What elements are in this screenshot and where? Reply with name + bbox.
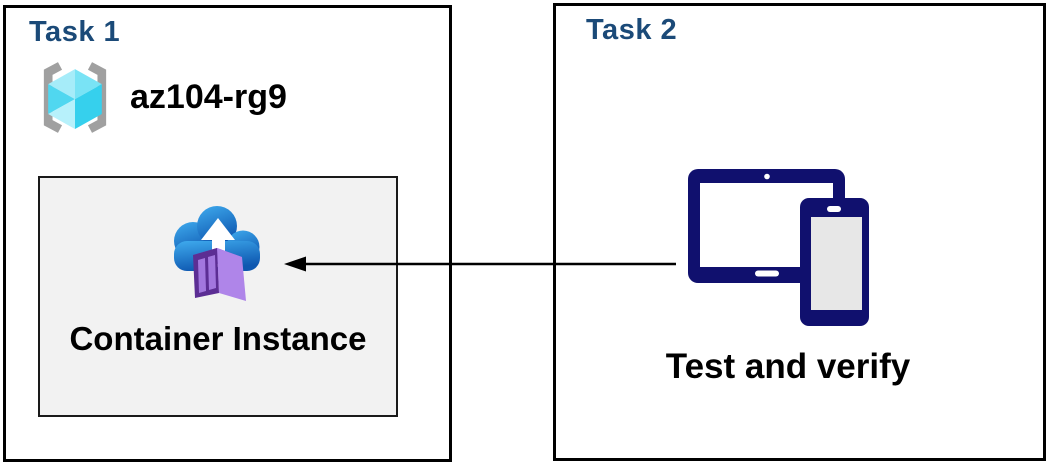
container-instance-label: Container Instance <box>69 320 367 357</box>
container-instance-icon <box>173 206 260 301</box>
devices-icon <box>688 169 869 326</box>
task2-box: Task 2 Test and verify <box>553 3 1046 461</box>
container-box-shape <box>192 248 246 301</box>
task1-box: Task 1 az104-rg9 <box>3 5 452 462</box>
arrow-devices-to-container <box>284 256 676 272</box>
resource-group-row: az104-rg9 <box>34 58 287 137</box>
task1-title: Task 1 <box>29 16 121 48</box>
resource-group-name: az104-rg9 <box>130 78 287 116</box>
test-and-verify-label: Test and verify <box>665 347 911 386</box>
resource-group-icon <box>43 62 107 133</box>
arrowhead-left <box>284 256 306 272</box>
phone-icon <box>800 198 869 326</box>
container-instance-panel: Container Instance <box>38 176 398 417</box>
task2-title: Task 2 <box>586 14 678 46</box>
